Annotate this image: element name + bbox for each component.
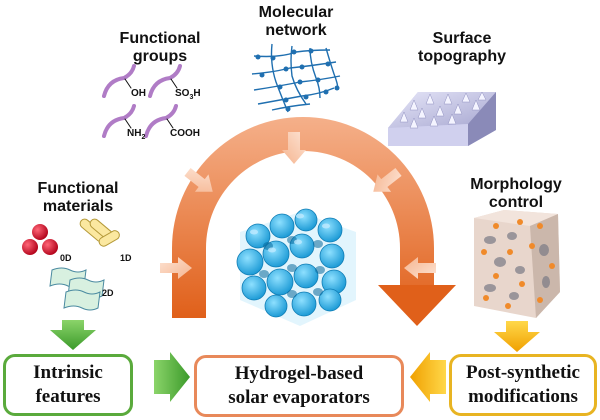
- molecular-network-title-line2: network: [265, 22, 327, 39]
- dim-2d-label: 2D: [102, 288, 114, 298]
- zero-d-particles: [22, 224, 58, 255]
- arrow-from-topography: [373, 168, 402, 192]
- intrinsic-line1: Intrinsic: [33, 362, 103, 383]
- intrinsic-line2: features: [35, 386, 101, 407]
- nh2-main: NH: [127, 128, 142, 139]
- intrinsic-features-box: Intrinsic features: [3, 354, 133, 416]
- hydrogel-cube-illustration: [236, 208, 356, 326]
- surface-topography-illustration: [388, 91, 496, 146]
- post-line1: Post-synthetic: [466, 362, 580, 383]
- center-line1: Hydrogel-based: [234, 363, 364, 384]
- nh2-sub: 2: [141, 134, 146, 141]
- functional-groups-title-line2: groups: [132, 48, 188, 65]
- morphology-control-title-line1: Morphology: [470, 176, 562, 193]
- arrow-from-network: [282, 132, 306, 164]
- center-line2: solar evaporators: [228, 387, 370, 408]
- post-synthetic-modifications-box: Post-synthetic modifications: [449, 354, 597, 416]
- functional-materials-title-line1: Functional: [37, 180, 119, 197]
- so3h-end: H: [193, 88, 201, 99]
- so3h-sub: 3: [189, 94, 194, 101]
- arrow-from-morphology: [404, 257, 436, 279]
- arrow-from-materials: [160, 257, 192, 279]
- functional-materials-title: Functional materials: [18, 180, 138, 216]
- so3h-main: SO: [175, 88, 190, 99]
- big-arc-arrow: [172, 117, 456, 326]
- surface-topography-title-line1: Surface: [432, 30, 492, 47]
- one-d-rods: [79, 218, 120, 247]
- group-cooh-label: COOH: [170, 128, 200, 139]
- morphology-control-title: Morphology control: [456, 176, 576, 212]
- two-d-sheets: [49, 267, 105, 311]
- group-so3h-label: SO3H: [175, 88, 201, 101]
- molecular-network-title-line1: Molecular: [258, 4, 334, 21]
- functional-groups-title-line1: Functional: [119, 30, 201, 47]
- green-right-arrow: [154, 352, 190, 402]
- morphology-control-illustration: [474, 210, 560, 318]
- hydrogel-solar-evaporators-box: Hydrogel-based solar evaporators: [194, 355, 404, 417]
- yellow-left-arrow: [410, 352, 446, 402]
- dim-1d-label: 1D: [120, 253, 132, 263]
- group-oh-label: OH: [131, 88, 146, 99]
- morphology-control-title-line2: control: [488, 194, 544, 211]
- functional-materials-title-line2: materials: [42, 198, 114, 215]
- functional-groups-title: Functional groups: [100, 30, 220, 66]
- molecular-network-illustration: [251, 43, 341, 113]
- small-input-arrows: [160, 132, 436, 279]
- green-down-arrow: [50, 320, 96, 350]
- post-line2: modifications: [468, 386, 578, 407]
- molecular-network-title: Molecular network: [236, 4, 356, 40]
- surface-topography-title: Surface topography: [402, 30, 522, 66]
- dim-0d-label: 0D: [60, 253, 72, 263]
- functional-groups-illustration: [102, 64, 182, 138]
- yellow-down-arrow: [494, 321, 540, 352]
- arrow-from-groups: [184, 168, 213, 192]
- functional-materials-illustration: [22, 218, 120, 311]
- group-nh2-label: NH2: [127, 128, 145, 141]
- surface-topography-title-line2: topography: [418, 48, 506, 65]
